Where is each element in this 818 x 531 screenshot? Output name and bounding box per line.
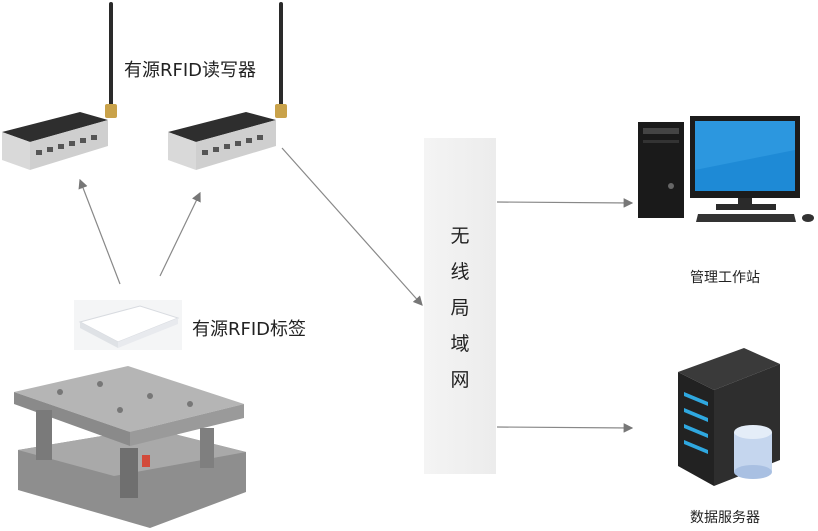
arrow-wlan-to-workstation [496,198,634,208]
reader-label: 有源RFID读写器 [124,60,257,81]
wlan-char-3: 局 [450,297,470,319]
wlan-box [424,138,496,474]
wlan-char-4: 域 [450,333,470,355]
server-label: 数据服务器 [690,510,760,526]
arrow-reader-to-wlan [281,147,423,306]
wlan-char-1: 无 [450,225,470,247]
tag-label: 有源RFID标签 [192,319,307,340]
arrow-tag-to-reader-right [159,191,201,277]
wlan-char-5: 网 [450,369,470,391]
wlan-char-2: 线 [450,261,470,283]
wlan-label: 无 线 局 域 网 [424,218,496,398]
workstation-label: 管理工作站 [690,270,760,286]
arrow-wlan-to-server [496,423,634,433]
arrow-tag-to-reader-left [78,178,121,285]
